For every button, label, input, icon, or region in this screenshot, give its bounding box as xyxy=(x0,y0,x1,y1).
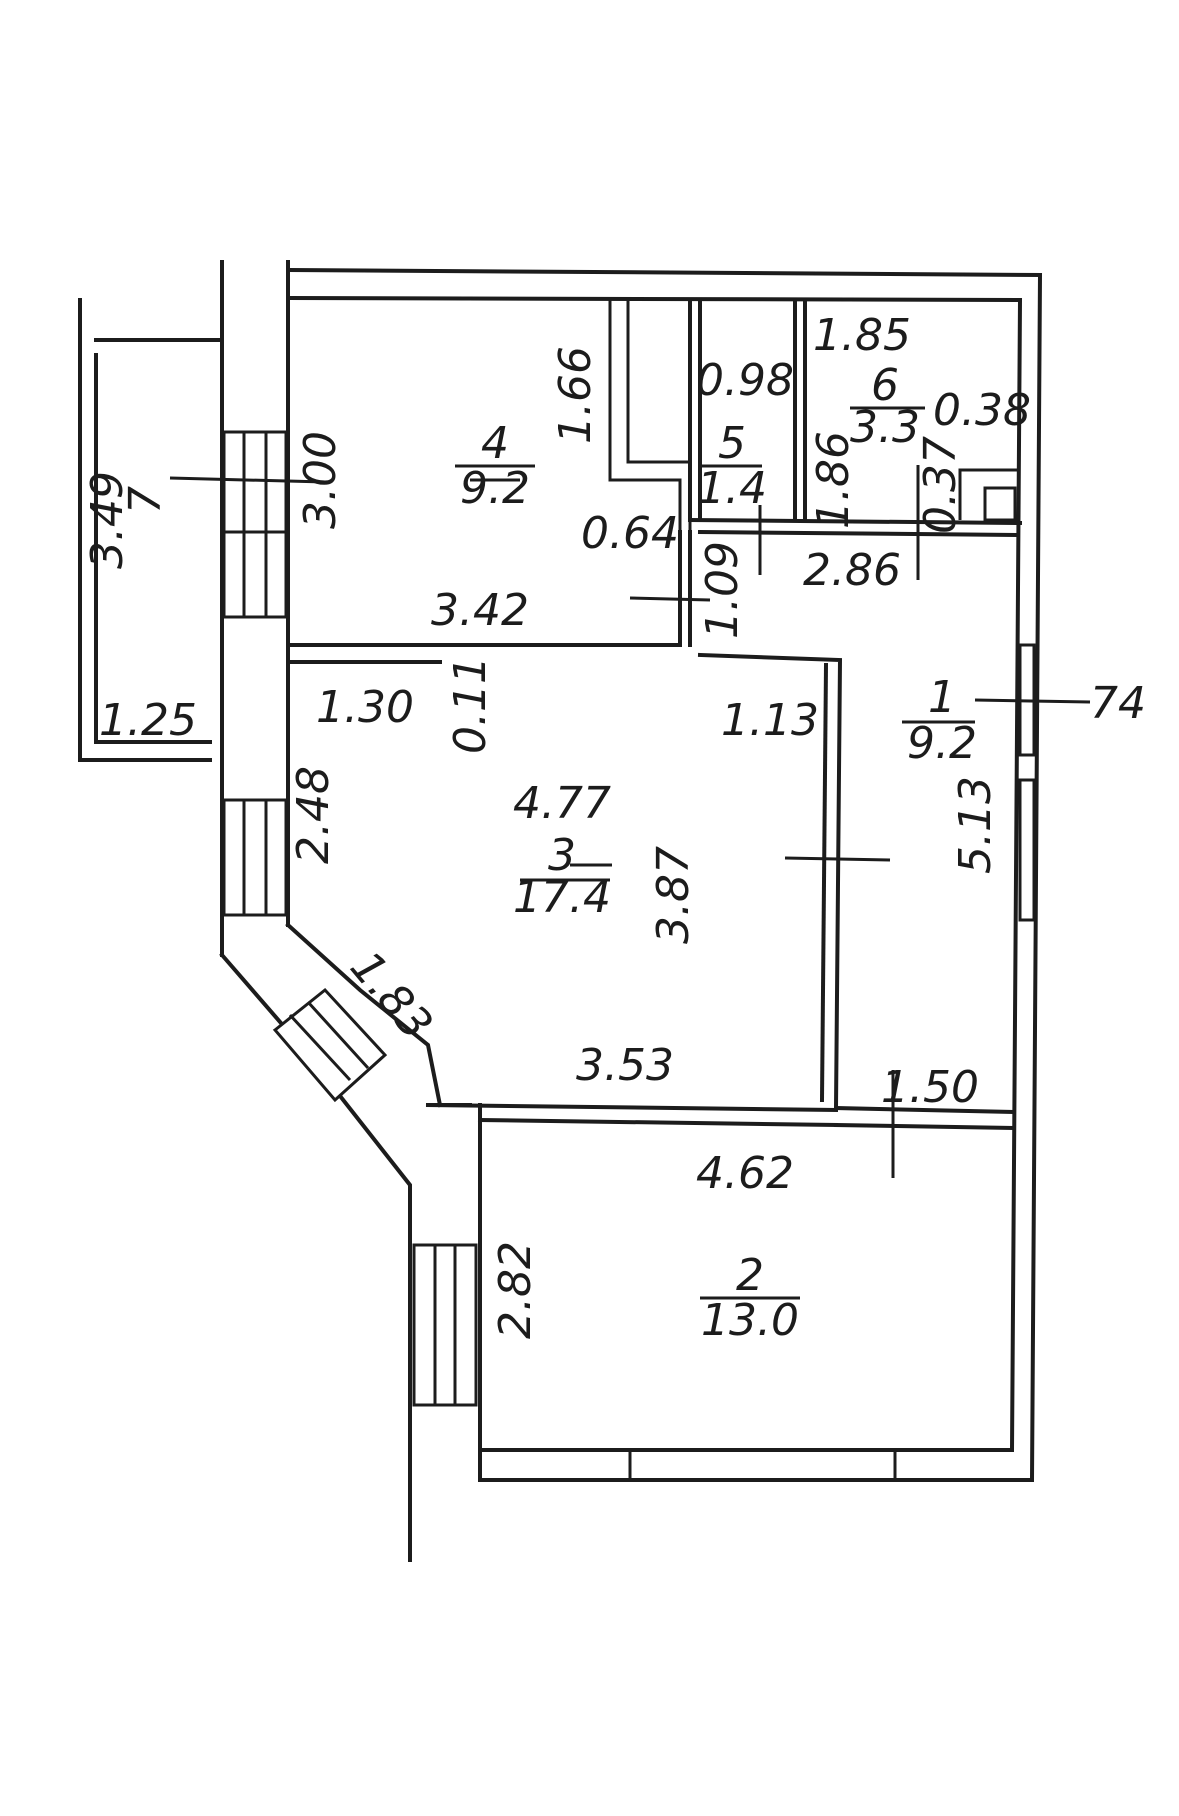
dim-hall-length: 5.13 xyxy=(950,776,1001,874)
dim-room4-niche: 0.64 xyxy=(581,508,679,559)
room-2-number: 2 xyxy=(736,1250,764,1301)
dim-room6-width: 1.85 xyxy=(813,310,911,361)
dim-room6-shaft: 0.37 xyxy=(915,436,966,534)
dim-room3-height: 3.87 xyxy=(648,846,699,944)
dim-room4-height: 3.00 xyxy=(295,431,346,529)
room-5-area: 1.4 xyxy=(697,463,767,514)
room-6-number: 6 xyxy=(871,360,899,411)
dim-hall-bottom: 1.50 xyxy=(881,1062,979,1113)
dim-room6-side: 0.38 xyxy=(933,385,1031,436)
dim-room5-width: 0.98 xyxy=(696,355,794,406)
window-room2-bottom xyxy=(628,1452,897,1478)
dim-room6-height: 1.86 xyxy=(808,431,859,529)
dim-entrance-marker: 74 xyxy=(1090,678,1146,729)
window-room3-left xyxy=(222,798,288,917)
window-room2 xyxy=(412,1243,478,1407)
room-6-area: 3.3 xyxy=(850,402,920,453)
dim-balcony-width: 1.25 xyxy=(99,695,197,746)
dim-room3-left-height: 2.48 xyxy=(288,766,339,864)
dim-room3-bottom-width: 3.53 xyxy=(576,1040,674,1091)
windows xyxy=(222,430,1036,1478)
dim-balcony-length: 3.49 xyxy=(82,471,133,569)
dim-room2-height: 2.82 xyxy=(490,1241,541,1339)
window-hall xyxy=(1018,643,1036,922)
room-5-number: 5 xyxy=(718,418,746,469)
room-3-number: 3 xyxy=(548,830,576,881)
room-1-number: 1 xyxy=(928,672,956,723)
dim-room3-top-width: 4.77 xyxy=(513,778,611,829)
dim-hall-width: 2.86 xyxy=(803,545,901,596)
walls xyxy=(78,260,1043,1562)
dim-room3-left-segment: 1.30 xyxy=(316,682,414,733)
room-4-area: 9.2 xyxy=(460,463,530,514)
dimension-labels: 3.49 1.25 3.00 1.66 0.64 3.42 0.98 1.85 … xyxy=(82,310,1146,1339)
room-1-area: 9.2 xyxy=(907,718,977,769)
dim-wall-offset: 0.11 xyxy=(445,656,496,754)
room-2-area: 13.0 xyxy=(701,1295,799,1346)
dim-room3-right-segment: 1.13 xyxy=(721,695,819,746)
room-3-area: 17.4 xyxy=(513,872,611,923)
dim-hall-doorway: 1.09 xyxy=(697,541,748,639)
room-labels: 1 9.2 2 13.0 3 17.4 4 9.2 5 1.4 6 3.3 7 xyxy=(120,360,977,1346)
room-4-number: 4 xyxy=(481,418,509,469)
dim-room4-width: 3.42 xyxy=(431,585,529,636)
dim-room2-width: 4.62 xyxy=(696,1148,794,1199)
window-room3-bay xyxy=(272,987,388,1103)
window-room4-lower xyxy=(222,530,288,619)
dim-room4-closet-depth: 1.66 xyxy=(550,346,601,444)
marker-lines xyxy=(169,465,1091,1178)
room-7-number: 7 xyxy=(120,486,171,514)
